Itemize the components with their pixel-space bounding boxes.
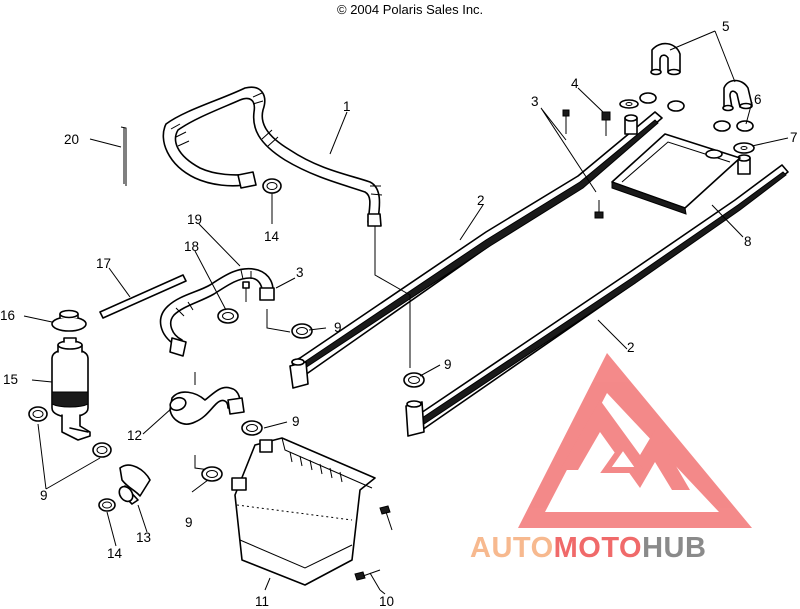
callout-11: 11 bbox=[255, 594, 269, 609]
part-3-bolt-upper bbox=[562, 109, 570, 134]
callout-18: 18 bbox=[184, 239, 199, 254]
leader-lines bbox=[23, 30, 789, 595]
part-3-bolt-middle bbox=[242, 281, 291, 333]
callout-16: 16 bbox=[0, 308, 15, 323]
logo-inner-triangle bbox=[600, 440, 646, 473]
callout-8: 8 bbox=[744, 234, 752, 249]
callout-10: 10 bbox=[379, 594, 394, 609]
part-15-reservoir bbox=[51, 337, 91, 441]
part-14-clamp-lower bbox=[98, 498, 116, 512]
part-11-cooler bbox=[231, 437, 376, 586]
part-16-cap bbox=[51, 309, 87, 332]
part-washers-upper bbox=[619, 92, 755, 159]
callout-9-middle: 9 bbox=[334, 320, 342, 335]
callout-17: 17 bbox=[96, 256, 111, 271]
part-3-bolt-plate bbox=[594, 200, 604, 219]
callout-13: 13 bbox=[136, 530, 151, 545]
part-9-clamp-center bbox=[241, 420, 263, 436]
part-10-bolt-upper bbox=[379, 505, 393, 531]
part-4-bolt bbox=[601, 111, 611, 136]
watermark-word-moto: MOTO bbox=[554, 532, 642, 564]
callout-20: 20 bbox=[64, 132, 79, 147]
callout-12: 12 bbox=[127, 428, 142, 443]
part-13-elbow-hose bbox=[118, 464, 151, 505]
callout-7: 7 bbox=[790, 130, 798, 145]
callout-labels: 1 2 2 3 3 4 5 6 7 8 9 9 9 9 9 10 11 12 1… bbox=[0, 19, 798, 609]
part-9-clamp-rail bbox=[374, 226, 425, 388]
callout-14-upper: 14 bbox=[264, 229, 280, 244]
callout-5: 5 bbox=[722, 19, 730, 34]
part-9-clamp-reservoir-left bbox=[28, 406, 48, 422]
part-10-bolt-lower bbox=[354, 569, 381, 591]
watermark-word-hub: HUB bbox=[642, 532, 706, 564]
callout-2-lower: 2 bbox=[627, 340, 635, 355]
part-1-upper-hose bbox=[162, 86, 383, 227]
callout-14-lower: 14 bbox=[107, 546, 123, 561]
part-9-clamp-middle bbox=[291, 323, 313, 339]
callout-19: 19 bbox=[187, 212, 202, 227]
part-2-rail-lower bbox=[405, 154, 789, 437]
part-18-clamp bbox=[217, 308, 239, 324]
part-9-clamp-reservoir-right bbox=[92, 442, 112, 458]
part-5-elbow-right bbox=[722, 79, 753, 112]
part-14-clamp-upper bbox=[262, 178, 282, 224]
logo-triangle-outer bbox=[518, 353, 752, 528]
part-2-rail-upper bbox=[289, 111, 663, 389]
callout-2-upper: 2 bbox=[477, 193, 485, 208]
callout-15: 15 bbox=[3, 372, 18, 387]
part-17-rod bbox=[99, 274, 187, 319]
part-20-rod bbox=[120, 126, 127, 186]
part-12-hose bbox=[169, 372, 245, 471]
watermark-word: AUTOMOTOHUB bbox=[470, 532, 706, 564]
callout-3-middle: 3 bbox=[296, 265, 304, 280]
part-9-clamp-left-lower bbox=[201, 466, 223, 482]
callout-9-rail: 9 bbox=[444, 357, 452, 372]
callout-9-reservoir: 9 bbox=[40, 488, 48, 503]
watermark-word-auto: AUTO bbox=[470, 532, 554, 564]
copyright-text: © 2004 Polaris Sales Inc. bbox=[337, 2, 483, 17]
watermark-logo bbox=[518, 353, 752, 528]
callout-1: 1 bbox=[343, 99, 351, 114]
part-5-elbow-left bbox=[650, 42, 681, 76]
callout-3-upper: 3 bbox=[531, 94, 539, 109]
callout-9-left-lower: 9 bbox=[185, 515, 193, 530]
part-19-hose bbox=[159, 267, 275, 357]
callout-4: 4 bbox=[571, 76, 579, 91]
callout-9-center: 9 bbox=[292, 414, 300, 429]
callout-6: 6 bbox=[754, 92, 762, 107]
